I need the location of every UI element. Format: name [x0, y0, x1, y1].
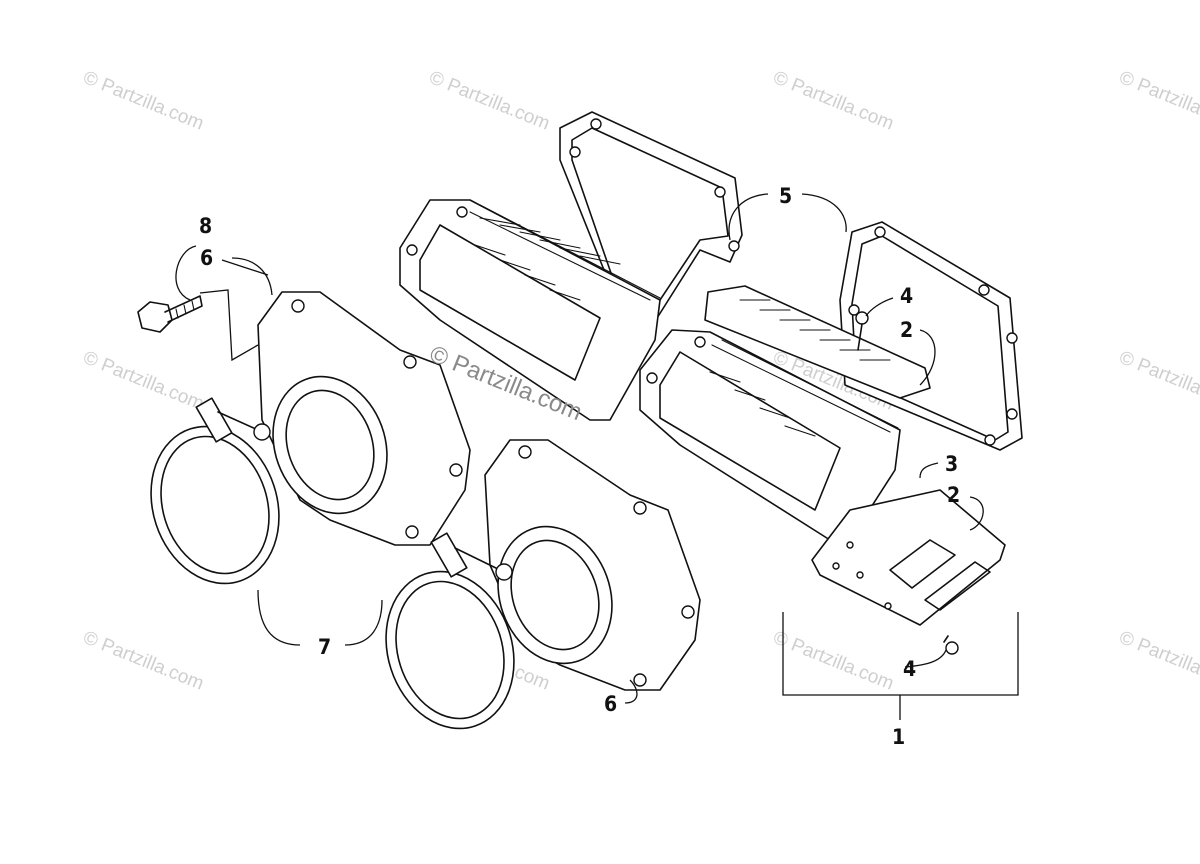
screw-lower — [943, 635, 959, 655]
reed-petal-upper — [704, 285, 931, 399]
callout-1: 1 — [892, 725, 905, 749]
callout-6-upper: 6 — [200, 246, 213, 270]
hose-clamp-upper — [150, 397, 280, 585]
watermark-tile: © Partzilla.com — [770, 67, 897, 134]
reed-plate-lower — [811, 489, 1006, 626]
callout-4-lower: 4 — [903, 657, 916, 681]
gasket-upper — [559, 111, 743, 346]
leader-lines — [175, 193, 1019, 720]
intake-flange-lower — [484, 439, 701, 691]
callout-labels: 8 6 5 4 2 3 2 7 4 6 1 — [199, 184, 960, 749]
callout-6-lower: 6 — [604, 692, 617, 716]
intake-flange-upper — [257, 291, 471, 546]
watermark-tile: © Partzilla.com — [80, 67, 207, 134]
watermark-tile: © Partzilla.com — [80, 627, 207, 694]
watermark-tile: © Partzilla.com — [426, 67, 553, 134]
callout-8: 8 — [199, 214, 212, 238]
callout-3: 3 — [945, 452, 958, 476]
callout-5: 5 — [779, 184, 792, 208]
reed-valve-block-right — [639, 329, 901, 541]
watermark-tile: © Partzilla.com — [1116, 627, 1200, 694]
callout-7: 7 — [318, 635, 331, 659]
reed-valve-block-left — [399, 199, 661, 421]
callout-4-upper: 4 — [900, 284, 913, 308]
flange-bolt — [137, 295, 203, 333]
watermark-tile: © Partzilla.com — [80, 347, 207, 414]
callout-2-lower: 2 — [947, 483, 960, 507]
hose-clamp-lower — [385, 532, 515, 730]
watermark-tile: © Partzilla.com — [770, 627, 897, 694]
watermark-tile: © Partzilla.com — [1116, 67, 1200, 134]
watermark-tile: © Partzilla.com — [1116, 347, 1200, 414]
callout-2-upper: 2 — [900, 318, 913, 342]
